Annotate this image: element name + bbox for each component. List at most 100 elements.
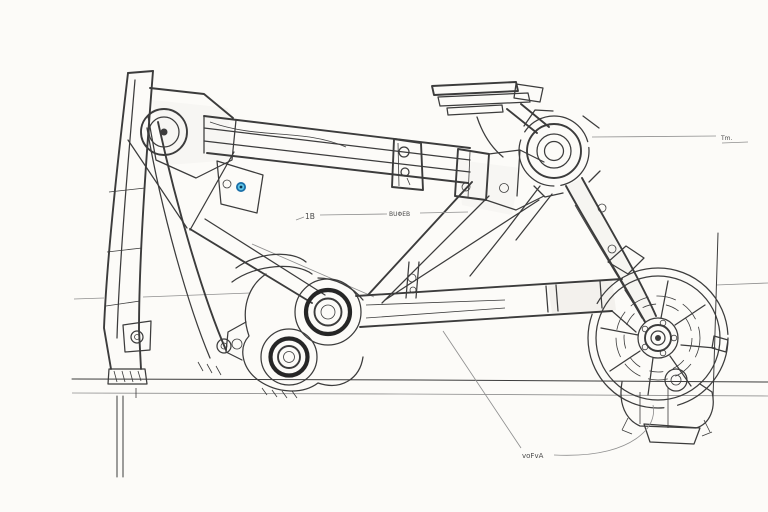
axle-tab-right bbox=[711, 335, 729, 353]
bottom-bracket-assembly bbox=[225, 253, 364, 399]
fork-top-cap bbox=[127, 70, 154, 74]
clamp-outline bbox=[391, 138, 424, 191]
right-edge-guide-line bbox=[715, 282, 768, 286]
head-tube-assembly bbox=[127, 87, 237, 231]
clamp-bolt-upper bbox=[398, 146, 410, 158]
bb-pulley-arcs bbox=[231, 253, 313, 283]
fork-right-edge bbox=[138, 70, 154, 370]
callouts: 1B BUΦEB Tm. voFvA bbox=[295, 135, 749, 460]
hub-lugs bbox=[523, 109, 601, 198]
hub-bolt-1 bbox=[670, 334, 678, 342]
ground-datum-lines bbox=[71, 232, 768, 478]
brake-detail-outer bbox=[664, 368, 688, 392]
fork-bolt-outer bbox=[130, 330, 144, 344]
wheel-foot-inner-lines bbox=[639, 388, 669, 428]
wheel-foot-outline bbox=[620, 381, 714, 429]
rear-leg-shading bbox=[566, 178, 656, 322]
wheel-hub-outer bbox=[637, 317, 679, 359]
down-tube-guide bbox=[251, 243, 375, 298]
junction-shading bbox=[458, 160, 520, 215]
hub-bolt-4 bbox=[641, 325, 649, 333]
clamp-inner-line bbox=[397, 142, 400, 187]
bb-teeth bbox=[261, 387, 298, 399]
junction-bolt-1 bbox=[461, 182, 471, 192]
vertical-datum-line bbox=[712, 232, 719, 400]
wheel-rim-outer bbox=[587, 267, 729, 409]
clamp-tick bbox=[406, 177, 411, 186]
swingarm-joint-seams bbox=[545, 280, 603, 313]
handlebar-bar-2 bbox=[437, 92, 531, 107]
ground-line-lower bbox=[71, 392, 768, 397]
handlebar-arm bbox=[506, 103, 550, 134]
swingarm-top-edge bbox=[355, 278, 623, 297]
top-tube-line-1 bbox=[203, 115, 471, 149]
callout-bottom-leader-diagonal bbox=[442, 330, 522, 449]
fork-foot bbox=[107, 368, 148, 385]
callout-1b-tick bbox=[295, 216, 305, 221]
head-lower-gusset bbox=[147, 115, 237, 179]
linkage-plate-outline bbox=[216, 160, 264, 214]
wheel-spokes bbox=[600, 280, 716, 396]
callout-label-bufeb: BUΦEB bbox=[389, 211, 410, 218]
rear-leg-scroll-outer bbox=[216, 338, 232, 354]
wheel-sprocket-outer bbox=[615, 295, 701, 381]
upper-hub-bearing bbox=[518, 109, 601, 198]
tube-clamp bbox=[391, 138, 424, 191]
top-tube-line-2 bbox=[203, 127, 471, 161]
blue-marker-pupil bbox=[239, 185, 243, 189]
hub-inner-ring bbox=[536, 133, 572, 169]
head-bearing-outer bbox=[140, 108, 188, 156]
handlebar-connector bbox=[513, 83, 544, 103]
bb-ring1-outer bbox=[294, 278, 362, 346]
bb-ring2-heavy bbox=[268, 336, 310, 378]
rear-leg-edge-2 bbox=[581, 177, 657, 317]
wheel-sprocket-inner bbox=[623, 303, 693, 373]
brace-1b bbox=[381, 195, 490, 304]
bb-ring2-bore bbox=[283, 351, 295, 363]
wheel-foot-legs bbox=[621, 417, 713, 437]
wheel-hub-bore bbox=[650, 330, 666, 346]
fork-crossbars bbox=[105, 187, 146, 307]
axle-tab-left bbox=[607, 245, 645, 275]
fork-left-edge bbox=[103, 72, 129, 370]
rear-wheel-foot bbox=[620, 381, 714, 445]
fork-bolt-inner bbox=[134, 334, 140, 340]
head-upper-gusset bbox=[149, 87, 234, 119]
plate-scroll-detail bbox=[222, 179, 232, 189]
hub-bolt-3 bbox=[641, 343, 649, 351]
bb-ring2-outer bbox=[260, 328, 318, 386]
down-tube bbox=[189, 218, 375, 304]
handlebar-bar-1 bbox=[431, 81, 519, 96]
bb-ring1-heavy bbox=[303, 287, 353, 337]
brace-1a bbox=[367, 181, 473, 296]
handlebar-assembly bbox=[431, 81, 550, 158]
rear-strut-to-center bbox=[469, 185, 553, 277]
strut-bolt-1 bbox=[407, 273, 417, 283]
bb-ring1-bore bbox=[320, 304, 336, 320]
fork-rear-leg-inner bbox=[146, 127, 211, 359]
hub-outer-sketch-ring bbox=[518, 115, 590, 187]
swingarm-shading bbox=[548, 280, 616, 313]
pivot-guide-line bbox=[73, 292, 251, 300]
clamp-bolt-lower bbox=[400, 167, 410, 177]
hub-ring bbox=[526, 123, 582, 179]
top-tube-line-3 bbox=[203, 140, 471, 173]
bb-left-bracket bbox=[225, 321, 247, 361]
fork-inner-line bbox=[116, 79, 136, 339]
brace-2 bbox=[384, 199, 540, 301]
callout-label-1b: 1B bbox=[305, 212, 315, 221]
down-tube-lower-edge bbox=[189, 228, 313, 304]
ground-line-upper bbox=[71, 378, 768, 383]
callout-right-underline bbox=[721, 141, 749, 144]
top-tube-line-4 bbox=[206, 152, 469, 184]
hub-bolt-2 bbox=[659, 349, 667, 357]
stem-hook bbox=[476, 116, 504, 158]
linkage-plate bbox=[216, 160, 264, 214]
callout-label-vofva: voFvA bbox=[522, 452, 544, 460]
bb-left-scroll bbox=[231, 338, 243, 350]
bb-ring2-inner bbox=[277, 345, 301, 369]
wheel-hub-center bbox=[655, 335, 661, 341]
head-v-braces bbox=[127, 139, 235, 231]
